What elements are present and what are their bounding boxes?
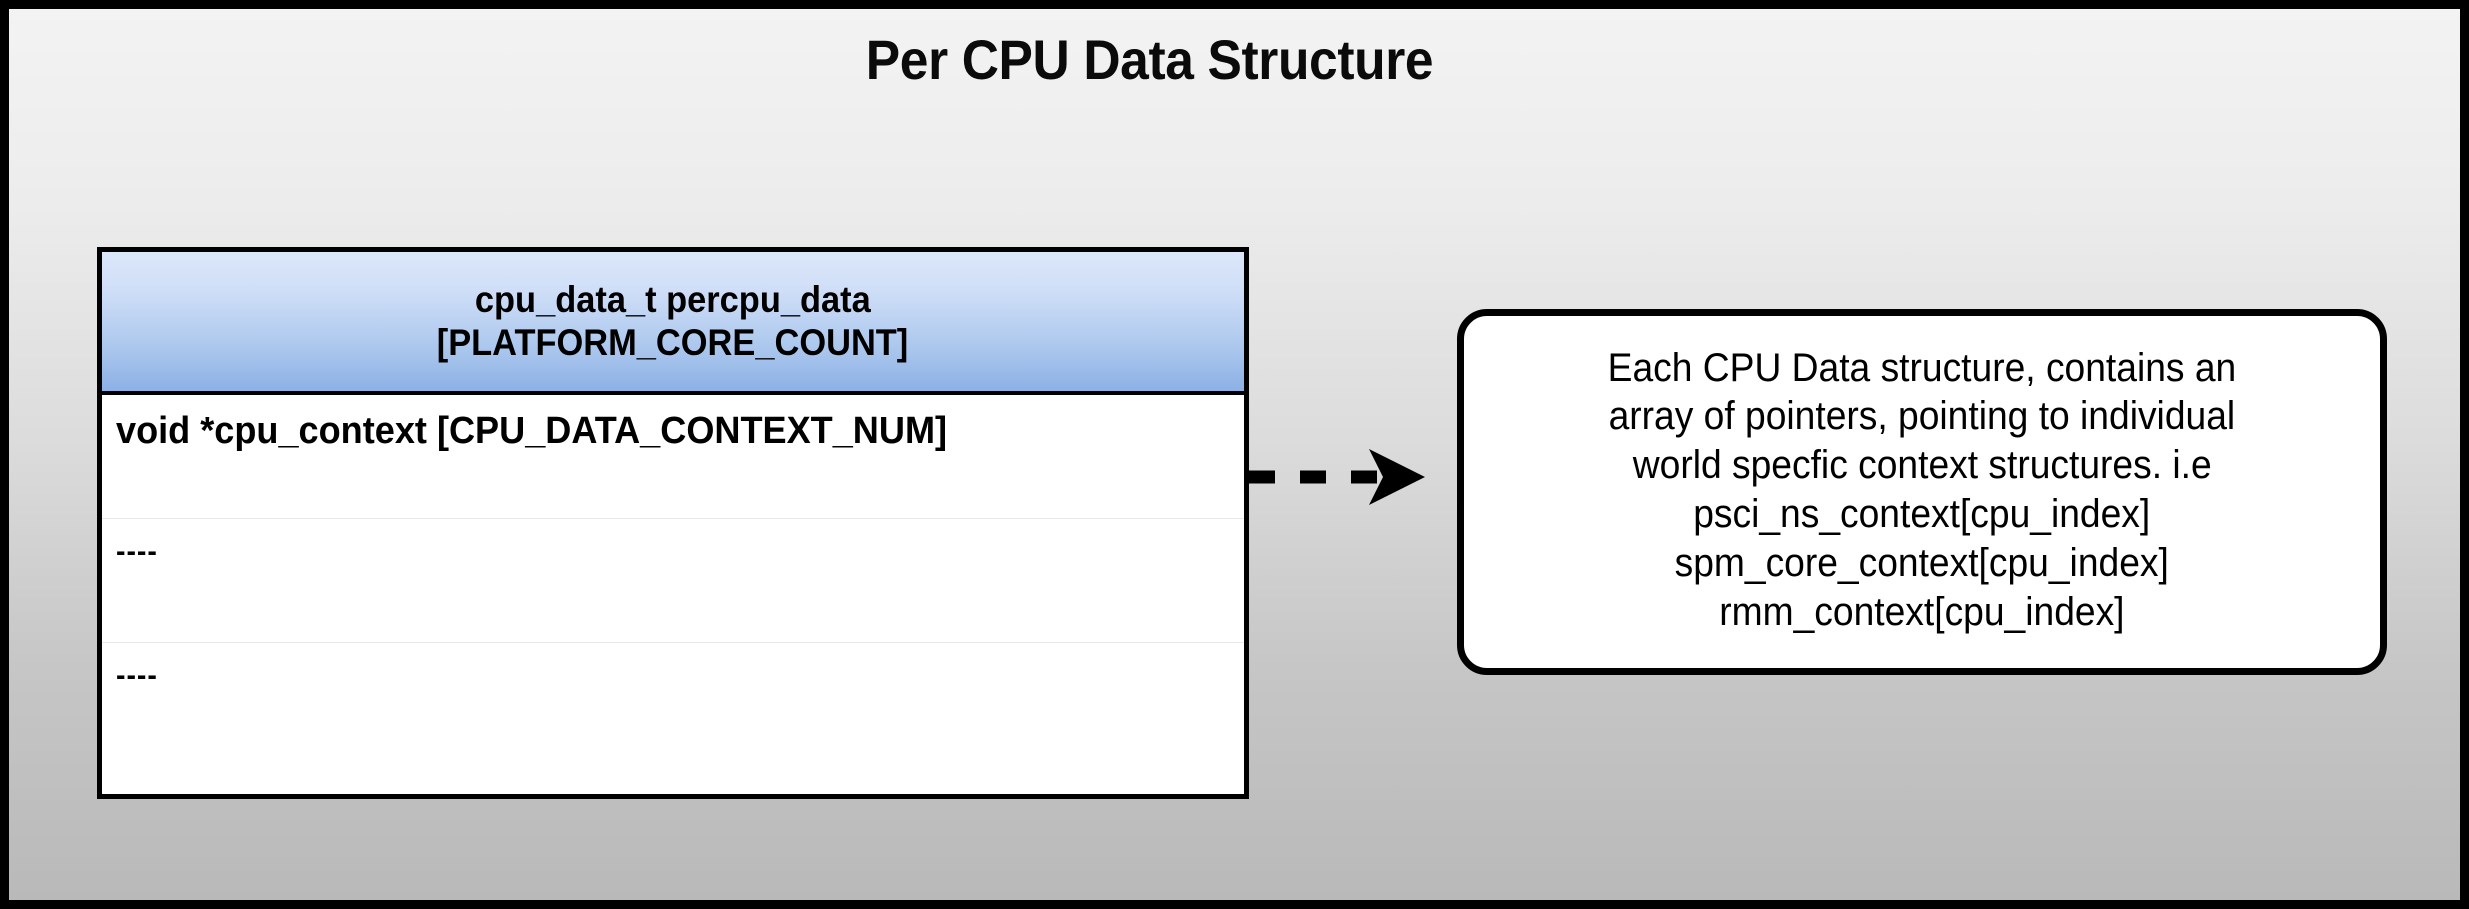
page-title: Per CPU Data Structure — [865, 28, 1434, 91]
table-row: void *cpu_context [CPU_DATA_CONTEXT_NUM] — [102, 395, 1244, 519]
slide-surface: Per CPU Data Structure cpu_data_t percpu… — [9, 9, 2460, 900]
callout-line: world specfic context structures. i.e — [1632, 443, 2212, 488]
dashed-arrow-icon — [1247, 445, 1433, 509]
callout-line: rmm_context[cpu_index] — [1719, 589, 2125, 634]
struct-header-line-2: [PLATFORM_CORE_COUNT] — [437, 321, 909, 363]
struct-table-body: void *cpu_context [CPU_DATA_CONTEXT_NUM]… — [102, 395, 1244, 767]
table-row: ---- — [102, 519, 1244, 643]
percpu-data-struct-table: cpu_data_t percpu_data [PLATFORM_CORE_CO… — [97, 247, 1249, 799]
struct-table-header: cpu_data_t percpu_data [PLATFORM_CORE_CO… — [102, 252, 1244, 395]
callout-line: psci_ns_context[cpu_index] — [1693, 492, 2151, 536]
struct-header-line-1: cpu_data_t percpu_data — [475, 278, 871, 320]
struct-row-label: ---- — [116, 535, 158, 568]
callout-line: array of pointers, pointing to individua… — [1608, 394, 2236, 439]
callout-line: spm_core_context[cpu_index] — [1674, 540, 2170, 585]
struct-row-label: ---- — [116, 659, 158, 692]
struct-row-label: void *cpu_context [CPU_DATA_CONTEXT_NUM] — [116, 410, 948, 452]
callout-line: Each CPU Data structure, contains an — [1607, 345, 2237, 390]
table-row: ---- — [102, 643, 1244, 767]
callout-box: Each CPU Data structure, contains an arr… — [1457, 309, 2387, 675]
